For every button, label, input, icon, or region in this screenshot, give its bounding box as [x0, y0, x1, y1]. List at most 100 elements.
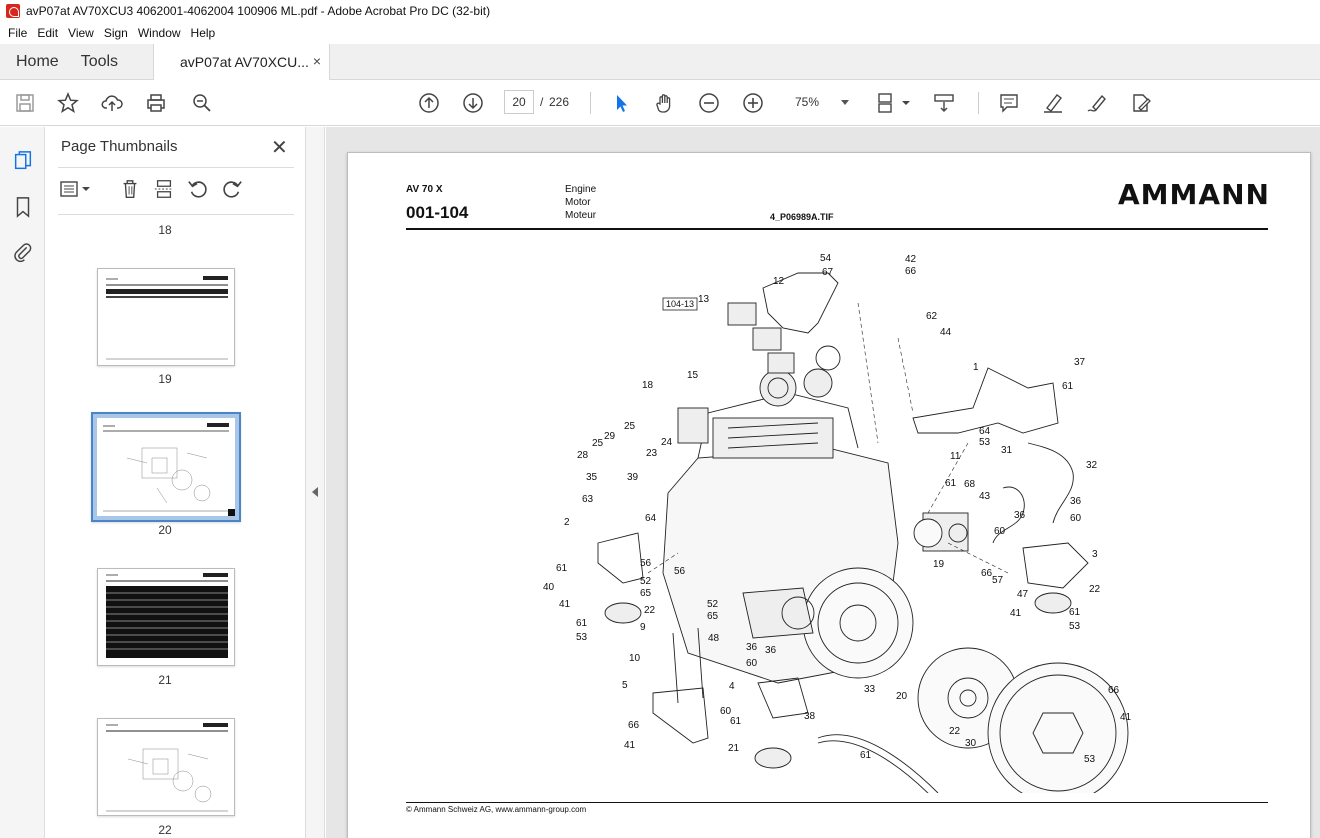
sign-pen-icon[interactable]: [1084, 90, 1110, 116]
tab-tools[interactable]: Tools: [80, 52, 119, 70]
callout: 36: [1014, 510, 1026, 521]
tab-bar: Home Tools avP07at AV70XCU... ×: [0, 44, 1320, 80]
page-header-rule: [406, 228, 1268, 230]
page-footer-rule: [406, 802, 1268, 803]
print-icon[interactable]: [143, 90, 169, 116]
callout: 61: [945, 478, 957, 489]
thumbnail-list: 18 19: [45, 215, 303, 838]
menu-file[interactable]: File: [8, 26, 28, 40]
page-layout-icon[interactable]: [874, 90, 914, 116]
page-model: AV 70 X: [406, 184, 443, 195]
callout: 25: [624, 421, 636, 432]
callout: 18: [642, 380, 654, 391]
callout: 66: [628, 720, 640, 731]
callout: 60: [746, 658, 758, 669]
delete-page-icon[interactable]: [118, 177, 142, 201]
callout: 61: [1069, 607, 1081, 618]
callout: 32: [1086, 460, 1098, 471]
callout: 52: [640, 576, 652, 587]
page-number-input[interactable]: 20: [504, 90, 534, 114]
acrobat-icon: [6, 4, 20, 18]
callout: 60: [1070, 513, 1082, 524]
save-icon[interactable]: [12, 90, 38, 116]
callout: 10: [629, 653, 641, 664]
callout: 61: [730, 716, 742, 727]
tab-document[interactable]: avP07at AV70XCU... ×: [153, 44, 330, 80]
close-tab-icon[interactable]: ×: [312, 53, 321, 69]
menu-edit[interactable]: Edit: [37, 26, 59, 40]
callout: 61: [576, 618, 588, 629]
scroll-mode-icon[interactable]: [931, 90, 957, 116]
callout: 68: [964, 479, 976, 490]
zoom-out-icon[interactable]: [696, 90, 722, 116]
callout: 42: [905, 254, 917, 265]
tab-home[interactable]: Home: [16, 52, 59, 70]
callout: 60: [720, 706, 732, 717]
callout: 22: [1089, 584, 1101, 595]
zoom-level-value: 75%: [795, 95, 820, 109]
menu-view[interactable]: View: [68, 26, 94, 40]
callout: 31: [1001, 445, 1013, 456]
thumbnail-page-19[interactable]: [97, 268, 235, 366]
thumbnail-label: 18: [158, 223, 172, 237]
panel-divider: [58, 167, 294, 168]
pdf-page: AV 70 X 001-104 Engine Motor Moteur 4_P0…: [347, 152, 1311, 838]
upload-cloud-icon[interactable]: [99, 90, 125, 116]
callout: 33: [864, 684, 876, 695]
callout: 23: [646, 448, 658, 459]
callout: 47: [1017, 589, 1029, 600]
close-panel-icon[interactable]: ✕: [271, 137, 288, 159]
callout: 48: [708, 633, 720, 644]
thumbnails-panel: Page Thumbnails ✕ 18: [45, 127, 344, 838]
thumbnail-label: 19: [158, 372, 172, 386]
page-thumbnails-icon[interactable]: [11, 149, 35, 173]
zoom-search-icon[interactable]: [189, 90, 215, 116]
callout: 36: [1070, 496, 1082, 507]
callout: 67: [822, 267, 834, 278]
thumbnail-page-20[interactable]: [91, 412, 241, 522]
callout: 41: [1010, 608, 1022, 619]
select-cursor-icon[interactable]: [608, 90, 634, 116]
edit-document-icon[interactable]: [1128, 90, 1154, 116]
callout: 54: [820, 253, 832, 264]
thumbnail-page-22[interactable]: [97, 718, 235, 816]
highlight-pen-icon[interactable]: [1040, 90, 1066, 116]
document-tab-label: avP07at AV70XCU...: [180, 54, 309, 70]
callout: 21: [728, 743, 740, 754]
callout: 60: [994, 526, 1006, 537]
callout: 63: [582, 494, 594, 505]
page-view-marker: [228, 509, 235, 516]
rotate-left-icon[interactable]: [186, 177, 210, 201]
callout: 20: [896, 691, 908, 702]
callout: 35: [586, 472, 598, 483]
collapse-panel-icon[interactable]: [312, 487, 318, 497]
bookmark-star-icon[interactable]: [55, 90, 81, 116]
callout: 62: [926, 311, 938, 322]
attachments-icon[interactable]: [11, 240, 35, 264]
hand-tool-icon[interactable]: [652, 90, 678, 116]
rotate-right-icon[interactable]: [220, 177, 244, 201]
document-view[interactable]: AV 70 X 001-104 Engine Motor Moteur 4_P0…: [326, 127, 1320, 838]
callout: 65: [707, 611, 719, 622]
comment-icon[interactable]: [996, 90, 1022, 116]
callout: 30: [965, 738, 977, 749]
zoom-level-select[interactable]: 75%: [785, 90, 855, 114]
options-menu-icon[interactable]: [58, 177, 92, 201]
bookmarks-icon[interactable]: [11, 195, 35, 219]
callout: 36: [746, 642, 758, 653]
engine-exploded-drawing: 104-13: [597, 272, 1129, 793]
page-footer: © Ammann Schweiz AG, www.ammann-group.co…: [406, 805, 587, 814]
panel-splitter[interactable]: [305, 127, 325, 838]
extract-page-icon[interactable]: [152, 177, 176, 201]
callout: 61: [556, 563, 568, 574]
panel-divider: [58, 214, 294, 215]
thumbnail-page-21[interactable]: [97, 568, 235, 666]
next-page-icon[interactable]: [460, 90, 486, 116]
menu-sign[interactable]: Sign: [103, 26, 128, 40]
menu-help[interactable]: Help: [190, 26, 216, 40]
zoom-in-icon[interactable]: [740, 90, 766, 116]
previous-page-icon[interactable]: [416, 90, 442, 116]
ammann-logo: AMMANN: [1118, 178, 1270, 211]
callout: 44: [940, 327, 952, 338]
menu-window[interactable]: Window: [137, 26, 181, 40]
